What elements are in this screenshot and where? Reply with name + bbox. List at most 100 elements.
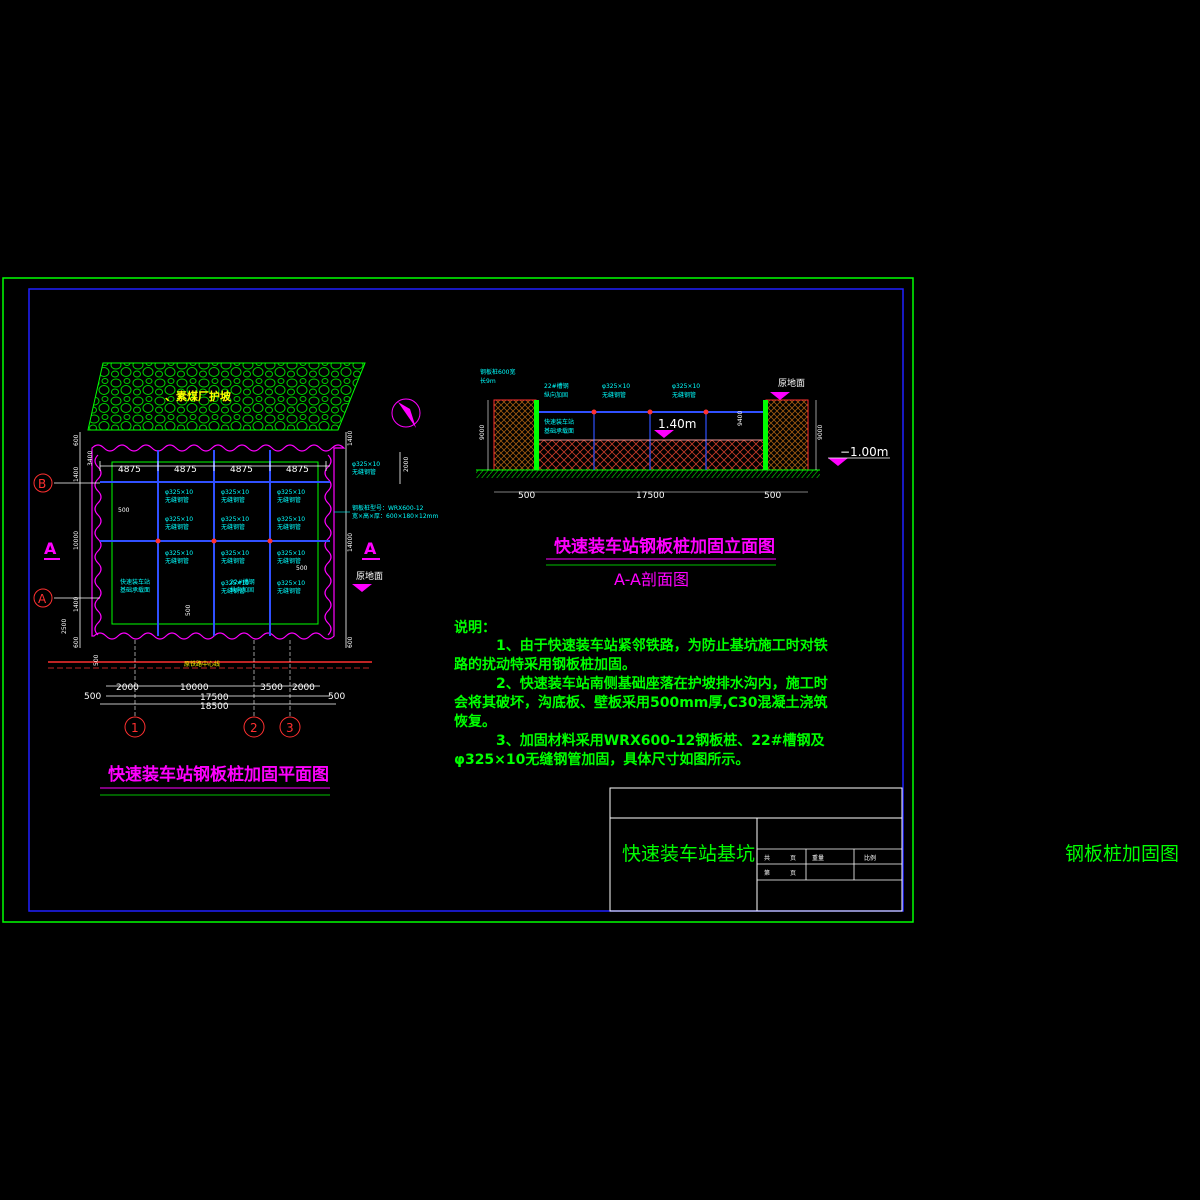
pipe-joints	[155, 538, 273, 544]
svg-text:原地面: 原地面	[778, 377, 805, 389]
sheet-pile-right-edge	[324, 454, 332, 636]
svg-text:页: 页	[790, 855, 796, 862]
svg-text:无缝钢管: 无缝钢管	[672, 391, 696, 399]
north-arrow-icon	[391, 398, 421, 428]
svg-text:3400: 3400	[87, 451, 94, 466]
sheet-pile-left-edge	[94, 454, 102, 636]
column-bubble-2: 2	[243, 716, 265, 738]
pipe-labels: φ325×10 无缝钢管 φ325×10 无缝钢管 φ325×10 无缝钢管 φ…	[120, 489, 305, 616]
svg-text:无缝钢管: 无缝钢管	[277, 557, 301, 565]
level-marker: −1.00m	[828, 445, 890, 466]
svg-text:φ325×10: φ325×10	[221, 550, 249, 557]
svg-text:无缝钢管: 无缝钢管	[277, 587, 301, 595]
notes-line-5: 恢复。	[454, 713, 496, 730]
svg-text:无缝钢管: 无缝钢管	[165, 496, 189, 504]
notes: 说明： 1、由于快速装车站紧邻铁路，为防止基坑施工时对铁 路的扰动特采用钢板桩加…	[454, 619, 828, 768]
plan-left-dims: 600 3400 1400 10000 1400 2500 600	[61, 432, 94, 648]
svg-text:2: 2	[250, 721, 258, 735]
svg-text:1400: 1400	[73, 467, 80, 482]
svg-text:φ325×10: φ325×10	[165, 516, 193, 523]
svg-text:钢板桩600宽: 钢板桩600宽	[480, 368, 515, 376]
column-bubble-1: 1	[124, 716, 146, 738]
svg-text:φ325×10: φ325×10	[277, 516, 305, 523]
svg-text:纵向加固: 纵向加固	[230, 586, 254, 594]
svg-text:φ325×10: φ325×10	[602, 383, 630, 390]
svg-text:500: 500	[185, 604, 192, 616]
svg-text:1400: 1400	[73, 597, 80, 612]
section-mark-left: A	[44, 539, 57, 558]
svg-text:600: 600	[73, 434, 80, 446]
svg-text:22#槽钢: 22#槽钢	[544, 382, 569, 390]
svg-text:φ325×10: φ325×10	[672, 383, 700, 390]
svg-text:纵向加固: 纵向加固	[544, 391, 568, 399]
svg-text:9400: 9400	[737, 411, 744, 426]
svg-text:10000: 10000	[180, 683, 209, 693]
svg-text:10000: 10000	[73, 531, 80, 550]
project-name: 快速装车站基坑	[622, 843, 755, 865]
svg-text:2000: 2000	[116, 683, 139, 693]
svg-text:宽×高×厚：600×180×12mm: 宽×高×厚：600×180×12mm	[352, 512, 438, 520]
elevation-title: 快速装车站钢板桩加固立面图	[554, 536, 775, 557]
notes-line-2: 路的扰动特采用钢板桩加固。	[454, 656, 636, 673]
svg-text:长9m: 长9m	[480, 377, 496, 385]
axis-bubble-b: B	[33, 473, 53, 493]
svg-text:无缝钢管: 无缝钢管	[352, 468, 376, 476]
svg-text:无缝钢管: 无缝钢管	[277, 523, 301, 531]
svg-text:2000: 2000	[403, 457, 410, 472]
svg-text:φ325×10: φ325×10	[277, 550, 305, 557]
notes-line-1: 1、由于快速装车站紧邻铁路，为防止基坑施工时对铁	[496, 637, 828, 654]
svg-text:无缝钢管: 无缝钢管	[277, 496, 301, 504]
plan-ground-marker: 原地面	[352, 570, 383, 592]
svg-text:φ325×10: φ325×10	[277, 489, 305, 496]
svg-text:2000: 2000	[292, 683, 315, 693]
slope-hatch	[87, 362, 366, 431]
section-mark-right: A	[364, 539, 377, 558]
svg-text:快速装车站: 快速装车站	[544, 418, 574, 426]
svg-text:500: 500	[296, 565, 308, 572]
svg-text:1: 1	[131, 721, 139, 735]
svg-text:无缝钢管: 无缝钢管	[221, 557, 245, 565]
svg-text:9000: 9000	[479, 425, 486, 440]
plan-top-dims: 4875 4875 4875 4875	[99, 461, 330, 475]
right-soil-block	[765, 399, 809, 471]
slope-label: 、素煤厂护坡	[165, 389, 232, 403]
section-subtitle: A-A剖面图	[614, 570, 689, 589]
plan-right-dims: 1400 2000 14000 600	[345, 431, 410, 648]
svg-text:钢板桩型号：WRX600-12: 钢板桩型号：WRX600-12	[352, 504, 424, 512]
svg-text:原地面: 原地面	[356, 570, 383, 582]
svg-text:9000: 9000	[817, 425, 824, 440]
svg-text:500: 500	[518, 491, 535, 501]
svg-text:500: 500	[84, 692, 101, 702]
plan-view: 、素煤厂护坡 φ325×10 无缝钢管 φ325×10 无缝钢	[33, 362, 438, 796]
left-soil-block	[493, 399, 537, 471]
column-bubble-3: 3	[279, 716, 301, 738]
pit-bottom-fill	[537, 439, 765, 471]
svg-text:500: 500	[118, 507, 130, 514]
svg-text:无缝钢管: 无缝钢管	[165, 523, 189, 531]
svg-text:14000: 14000	[347, 533, 354, 552]
elevation-view: 钢板桩600宽 长9m 22#槽钢 纵向加固 φ325×10 无缝钢管 φ325…	[476, 368, 890, 589]
svg-text:重量: 重量	[812, 854, 824, 862]
svg-text:快速装车站: 快速装车站	[120, 578, 150, 586]
svg-text:−1.00m: −1.00m	[840, 445, 888, 459]
svg-text:4875: 4875	[174, 465, 197, 475]
elevation-dims: 9000 9000 9400 500 17500 500	[479, 400, 824, 501]
svg-text:22#槽钢: 22#槽钢	[230, 578, 255, 586]
svg-text:2500: 2500	[61, 619, 68, 634]
svg-text:无缝钢管: 无缝钢管	[221, 523, 245, 531]
svg-text:17500: 17500	[636, 491, 665, 501]
svg-text:600: 600	[73, 636, 80, 648]
rail-center-line: 原铁路中心线 500	[48, 654, 372, 669]
axis-bubble-a: A	[33, 588, 53, 608]
ground-hatch	[476, 470, 820, 478]
svg-text:φ325×10: φ325×10	[277, 580, 305, 587]
svg-text:φ325×10: φ325×10	[165, 489, 193, 496]
outer-frame	[2, 277, 914, 923]
svg-text:无缝钢管: 无缝钢管	[602, 391, 626, 399]
svg-text:φ325×10: φ325×10	[352, 461, 380, 468]
plan-bottom-dims: 2000 10000 3500 2000 17500 18500 500 500	[84, 683, 345, 712]
svg-text:φ325×10: φ325×10	[221, 580, 249, 587]
svg-text:A: A	[38, 592, 47, 606]
svg-text:1400: 1400	[347, 431, 354, 446]
